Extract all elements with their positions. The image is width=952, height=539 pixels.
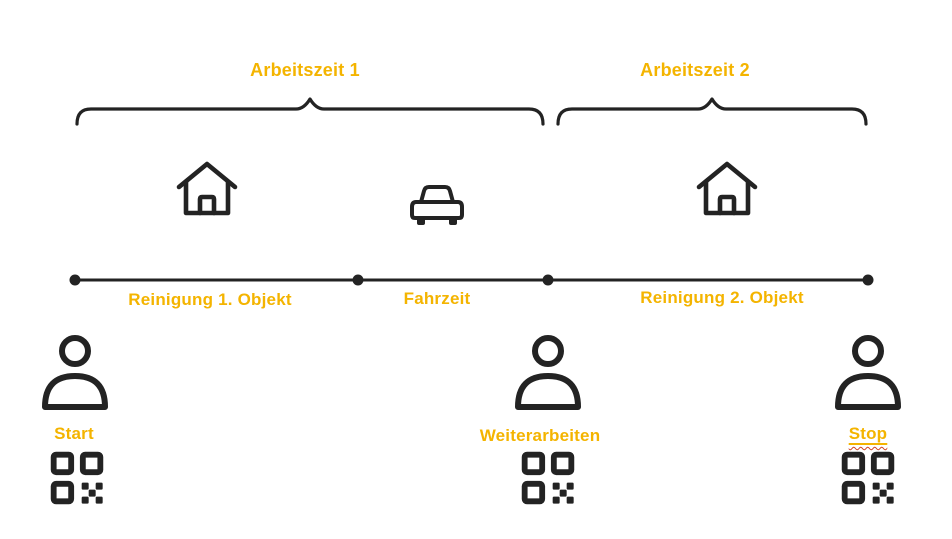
timeline-dot-object1-end [352, 274, 364, 286]
marker-label-weiterarbeiten: Weiterarbeiten [479, 426, 601, 445]
segment-label-fahrzeit: Fahrzeit [403, 289, 471, 308]
timeline-dot-start [69, 274, 81, 286]
person-icon [515, 335, 581, 410]
overbrace-work-period-1 [75, 97, 545, 126]
timeline [69, 274, 874, 286]
marker-label-start: Start [54, 424, 94, 443]
spellcheck-squiggle: Stop [849, 424, 888, 443]
timeline-dot-drive-end [542, 274, 554, 286]
marker-label-stop: Stop [818, 424, 918, 444]
house-icon [176, 161, 238, 216]
car-icon [410, 185, 464, 225]
person-icon [835, 335, 901, 410]
work-period-1-label: Arbeitszeit 1 [250, 60, 360, 80]
segment-label-reinigung-2: Reinigung 2. Objekt [640, 288, 804, 307]
work-period-2-label: Arbeitszeit 2 [640, 60, 750, 80]
stop-label-text: Stop [848, 424, 888, 443]
qr-code-icon [50, 451, 104, 505]
timeline-dot-stop [862, 274, 874, 286]
overbrace-work-period-2 [556, 97, 868, 126]
qr-code-icon [841, 451, 895, 505]
person-icon [42, 335, 108, 410]
segment-label-reinigung-1: Reinigung 1. Objekt [128, 290, 292, 309]
house-icon [696, 161, 758, 216]
qr-code-icon [521, 451, 575, 505]
